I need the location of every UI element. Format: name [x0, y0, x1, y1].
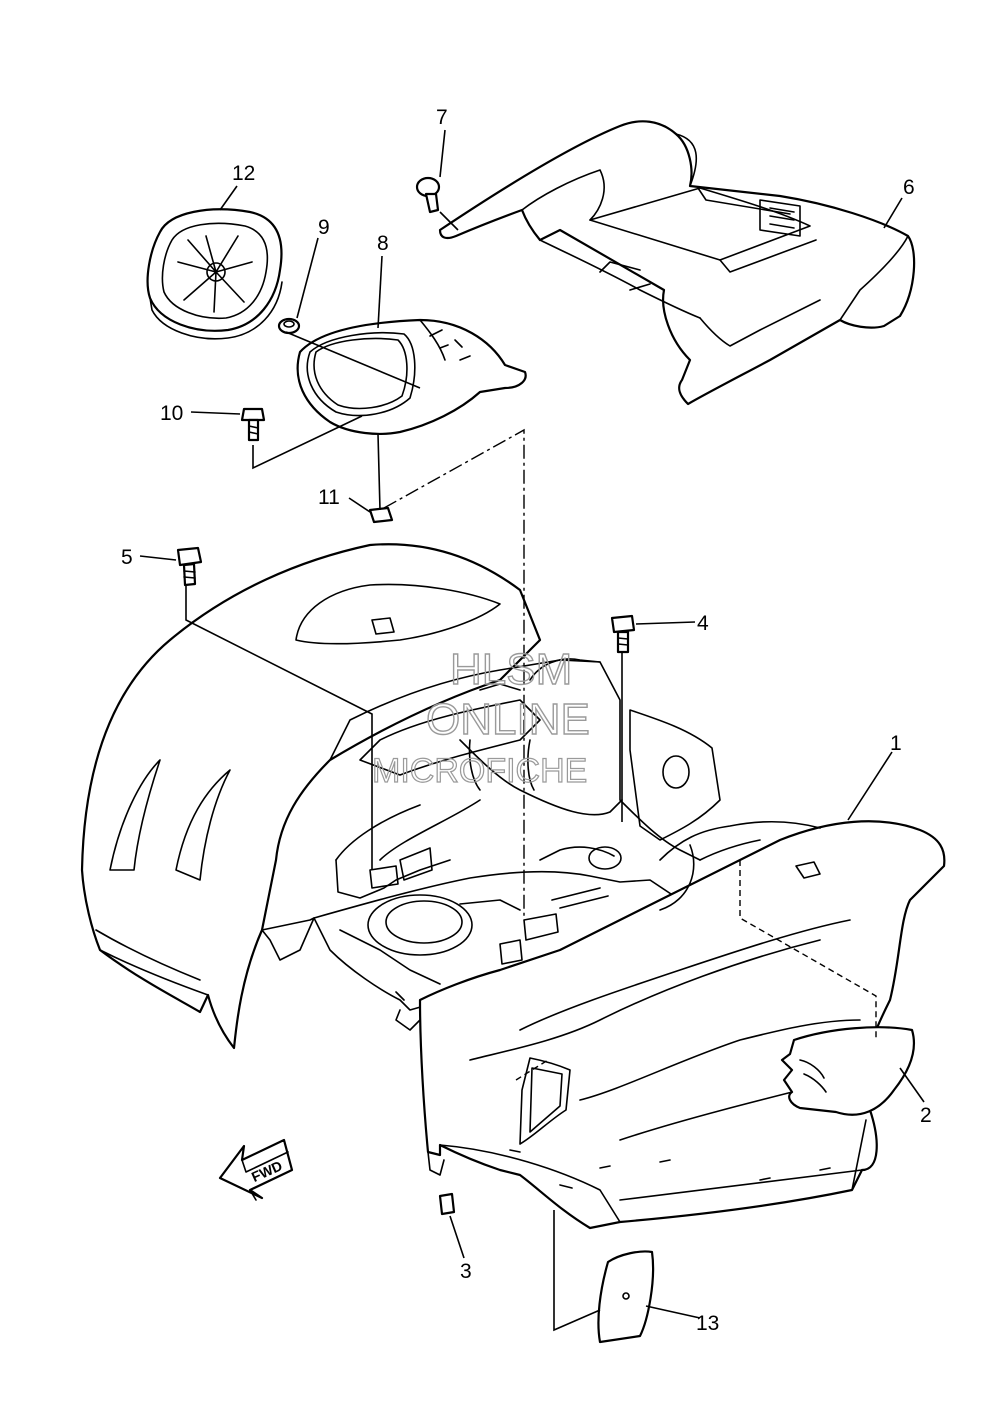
- callout-9[interactable]: 9: [318, 216, 330, 239]
- part-7-rivet[interactable]: [415, 176, 441, 214]
- part-8-panel[interactable]: [296, 318, 527, 435]
- part-11-nut[interactable]: [368, 506, 394, 524]
- reference-lines: [383, 428, 877, 1081]
- callout-11[interactable]: 11: [318, 486, 340, 509]
- part-2-guard[interactable]: [780, 1026, 916, 1116]
- part-5-bolt[interactable]: [176, 546, 203, 587]
- callouts: 12 9 8 10 7 6 11 5 4 1 2 3 13: [121, 106, 932, 1335]
- part-4-bolt[interactable]: [610, 614, 636, 654]
- callout-7[interactable]: 7: [436, 106, 448, 129]
- callout-10[interactable]: 10: [160, 402, 183, 425]
- watermark-line3: MICROFICHE: [372, 752, 587, 790]
- callout-3[interactable]: 3: [460, 1260, 472, 1283]
- watermark: HLSM ONLINE MICROFICHE: [371, 644, 590, 790]
- callout-8[interactable]: 8: [377, 232, 389, 255]
- callout-6[interactable]: 6: [903, 176, 915, 199]
- part-3-clip[interactable]: [438, 1192, 456, 1216]
- callout-13[interactable]: 13: [696, 1312, 719, 1335]
- watermark-line2: ONLINE: [426, 695, 590, 744]
- fwd-arrow: FWD: [218, 1138, 294, 1201]
- part-10-bolt[interactable]: [240, 407, 266, 442]
- part-9-grommet[interactable]: [277, 317, 301, 335]
- part-1-rear-fender[interactable]: [80, 543, 946, 1230]
- callout-5[interactable]: 5: [121, 546, 133, 569]
- leader-lines: [139, 129, 925, 1332]
- callout-12[interactable]: 12: [232, 162, 255, 185]
- callout-4[interactable]: 4: [697, 612, 709, 635]
- callout-2[interactable]: 2: [920, 1104, 932, 1127]
- part-12-cover[interactable]: [146, 208, 283, 340]
- callout-1[interactable]: 1: [890, 732, 902, 755]
- part-13-flap[interactable]: [597, 1250, 655, 1344]
- watermark-line1: HLSM: [450, 645, 572, 694]
- part-6-rear-cover[interactable]: [438, 120, 916, 406]
